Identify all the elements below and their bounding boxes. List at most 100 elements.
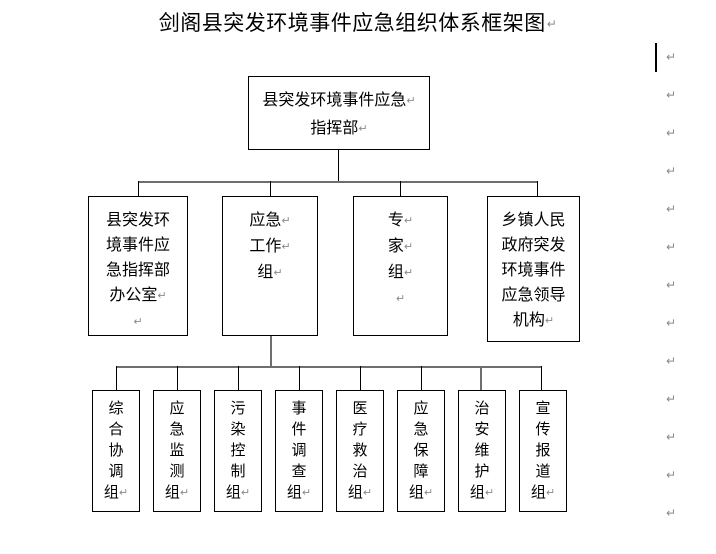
pilcrow-mark: ↵ [406,94,416,107]
node-township-emergency-leadership[interactable]: 乡镇人民 政府突发 环境事件 应急领导 机构↵ [487,196,580,342]
node-line: 县突发环境事件应急↵ [249,86,429,114]
pilcrow-mark: ↵ [545,486,556,499]
node-line: 组↵ [223,259,317,285]
node-expert-group[interactable]: 专↵ 家↵ 组↵ ↵ [353,196,448,336]
node-line: 组↵ [398,482,444,503]
node-pollution-control-group[interactable]: 污 染 控 制 组↵ [214,390,262,512]
node-line: 专↵ [354,207,447,233]
node-line: 县突发环 [105,210,170,229]
node-monitoring-group[interactable]: 应 急 监 测 组↵ [153,390,201,512]
node-emergency-work-group[interactable]: 应急↵ 工作↵ 组↵ [222,196,318,336]
node-line: 机构↵ [488,307,579,333]
connector-level2-bar [138,181,538,183]
node-line: 查 [291,462,307,480]
node-line: 组↵ [276,482,322,503]
node-line-text: 工作 [249,236,282,255]
node-label: 应 急 监 测 组↵ [154,398,200,503]
node-line: 染 [230,420,246,438]
node-line: 疗 [352,420,368,438]
node-label: 治 安 维 护 组↵ [459,398,505,503]
margin-pilcrow-column: ↵ ↵ ↵ ↵ ↵ ↵ ↵ ↵ ↵ ↵ ↵ ↵ ↵ [666,38,696,532]
connector-drop-n3 [270,181,271,196]
node-line-text: 组 [387,262,404,281]
node-line: 维 [474,441,490,459]
pilcrow-mark: ↵ [546,17,558,31]
page-title-text: 剑阁县突发环境事件应急组织体系框架图 [158,11,546,35]
node-line-text: 组 [347,483,363,501]
connector-drop-n2 [138,181,139,196]
node-line: 政府突发 [501,235,566,254]
node-line: 应 [413,399,429,417]
pilcrow-mark: ↵ [666,316,677,330]
connector-drop-n5 [537,181,538,196]
node-line: 事 [291,399,307,417]
page-title: 剑阁县突发环境事件应急组织体系框架图↵ [0,8,716,39]
node-line-text: 组 [257,262,274,281]
node-county-emergency-command[interactable]: 县突发环境事件应急↵ 指挥部↵ [248,76,430,150]
pilcrow-mark: ↵ [666,506,677,520]
node-line-text: 县突发环境事件应急 [262,90,407,109]
node-investigation-group[interactable]: 事 件 调 查 组↵ [275,390,323,512]
node-publicity-group[interactable]: 宣 传 报 道 组↵ [519,390,567,512]
pilcrow-mark: ↵ [403,214,414,227]
node-line: 指挥部↵ [249,114,429,142]
node-label: 乡镇人民 政府突发 环境事件 应急领导 机构↵ [488,207,579,333]
node-line: 调 [291,441,307,459]
node-label: 县突发环 境事件应 急指挥部 办公室↵ ↵ [89,207,187,334]
node-emergency-support-group[interactable]: 应 急 保 障 组↵ [397,390,445,512]
pilcrow-mark: ↵ [157,289,167,302]
node-line-text: 办公室 [109,285,158,304]
pilcrow-mark: ↵ [666,50,677,64]
pilcrow-mark: ↵ [666,430,677,444]
node-line: 组↵ [354,259,447,285]
node-line: 工作↵ [223,233,317,259]
pilcrow-mark: ↵ [118,486,129,499]
pilcrow-mark: ↵ [133,315,143,328]
node-line: ↵ [89,308,187,334]
connector-drop-n12 [480,366,482,390]
connector-drop-n9 [299,366,300,390]
pilcrow-mark: ↵ [301,486,312,499]
node-line: 报 [535,441,551,459]
node-line: 宣 [535,399,551,417]
node-line: 护 [474,462,490,480]
node-label: 专↵ 家↵ 组↵ ↵ [354,207,447,311]
node-line: 办公室↵ [89,282,187,308]
connector-level3-bar [116,366,541,368]
node-line-text: 组 [408,483,424,501]
node-label: 事 件 调 查 组↵ [276,398,322,503]
node-line: 综 [108,399,124,417]
node-command-office[interactable]: 县突发环 境事件应 急指挥部 办公室↵ ↵ [88,196,188,336]
node-line: 医 [352,399,368,417]
node-line: 组↵ [459,482,505,503]
node-label: 污 染 控 制 组↵ [215,398,261,503]
node-line-text: 应急 [249,210,282,229]
node-line-text: 机构 [512,310,545,329]
node-line-text: 组 [103,483,119,501]
node-line: 组↵ [93,482,139,503]
node-line: 障 [413,462,429,480]
node-line: ↵ [354,285,447,311]
node-line: 控 [230,441,246,459]
pilcrow-mark: ↵ [666,240,677,254]
node-line: 传 [535,420,551,438]
node-label: 医 疗 救 治 组↵ [337,398,383,503]
node-line: 境事件应 [105,235,170,254]
connector-drop-n10 [360,366,361,390]
node-coordination-group[interactable]: 综 合 协 调 组↵ [92,390,140,512]
node-line: 环境事件 [501,260,566,279]
connector-drop-n4 [400,181,401,196]
node-public-security-group[interactable]: 治 安 维 护 组↵ [458,390,506,512]
node-line: 组↵ [215,482,261,503]
node-line: 救 [352,441,368,459]
node-line: 应 [169,399,185,417]
node-medical-treatment-group[interactable]: 医 疗 救 治 组↵ [336,390,384,512]
pilcrow-mark: ↵ [362,486,373,499]
connector-workgroup-stem [270,336,272,368]
pilcrow-mark: ↵ [403,240,414,253]
pilcrow-mark: ↵ [666,164,677,178]
node-label: 县突发环境事件应急↵ 指挥部↵ [249,86,429,142]
connector-drop-n6 [116,366,117,390]
pilcrow-mark: ↵ [395,292,406,305]
